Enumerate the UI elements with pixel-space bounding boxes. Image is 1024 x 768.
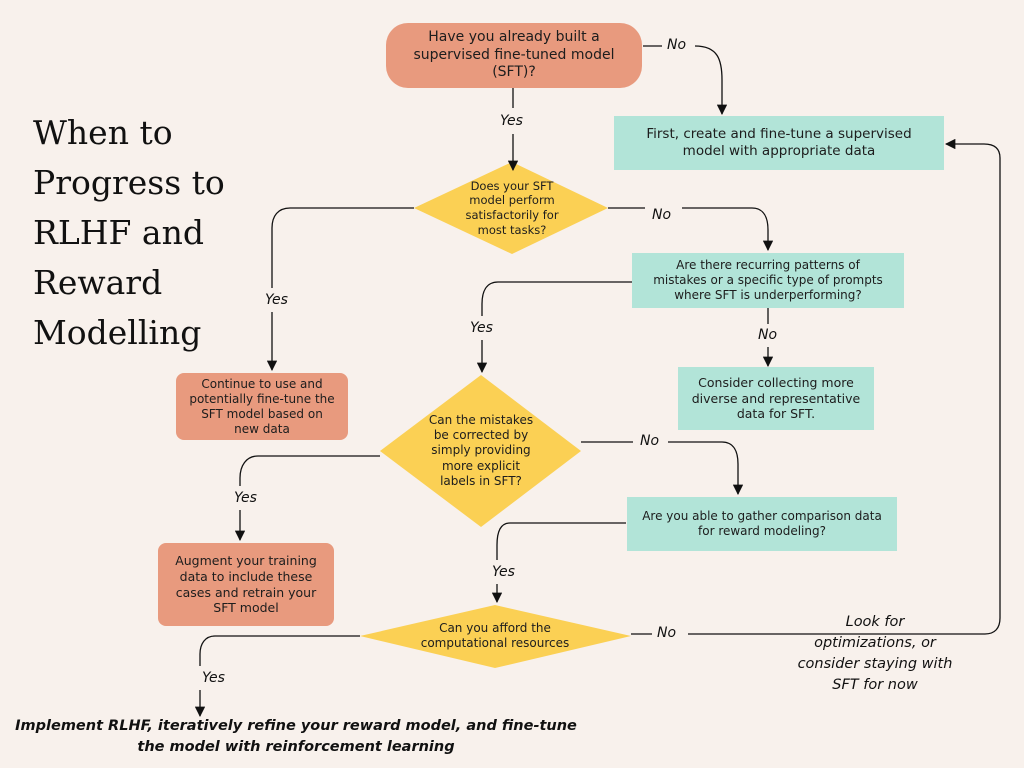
- label-no-patterns: No: [758, 327, 778, 343]
- node-line: SFT model based on: [201, 406, 323, 421]
- label-no-q1: No: [667, 37, 687, 53]
- node-line: potentially fine-tune the: [189, 391, 335, 406]
- node-line: Are you able to gather comparison data: [642, 509, 882, 523]
- node-line: cases and retrain your: [175, 584, 317, 600]
- decision-correct-mistakes: Can the mistakes be corrected by simply …: [416, 402, 546, 500]
- note-line: Look for: [845, 614, 905, 630]
- connector-correct-no-arrow: [668, 441, 744, 496]
- node-line: model with appropriate data: [682, 143, 876, 159]
- connector-q1-no-arrow: [694, 45, 728, 116]
- node-line: Consider collecting more: [698, 375, 854, 391]
- connector-patterns-yes: [481, 281, 634, 316]
- decision-performs-shape: [414, 162, 608, 254]
- label-yes-correct: Yes: [234, 490, 257, 506]
- node-line: for reward modeling?: [698, 524, 826, 538]
- node-line: diverse and representative: [691, 390, 861, 406]
- decision-afford-resources: Can you afford the computational resourc…: [410, 617, 580, 655]
- note-line: SFT for now: [832, 677, 918, 693]
- label-yes-performs: Yes: [265, 292, 288, 308]
- node-line: (SFT)?: [492, 64, 536, 81]
- label-no-correct: No: [640, 433, 660, 449]
- note-line: consider staying with: [797, 656, 953, 672]
- action-create-sft: First, create and fine-tune a supervised…: [614, 116, 944, 170]
- label-yes-q1: Yes: [500, 113, 523, 129]
- title-line: RLHF and: [33, 213, 204, 252]
- page-title: When to Progress to RLHF and Reward Mode…: [33, 108, 293, 358]
- node-line: Augment your training: [175, 553, 317, 569]
- title-line: Progress to: [33, 163, 225, 202]
- node-line: more explicit: [441, 458, 521, 473]
- connector-afford-no-loop: [688, 138, 1001, 635]
- title-line: When to: [33, 113, 173, 152]
- question-comparison-data: Are you able to gather comparison data f…: [627, 497, 897, 551]
- label-yes-comparison: Yes: [492, 564, 515, 580]
- note-optimizations: Look for optimizations, or consider stay…: [792, 612, 958, 696]
- node-line: mistakes or a specific type of prompts: [653, 273, 883, 287]
- question-sft-built: Have you already built a supervised fine…: [386, 23, 642, 88]
- action-augment-training: Augment your training data to include th…: [158, 543, 334, 626]
- connector-afford-yes: [199, 635, 360, 666]
- decision-afford-shape: [360, 605, 631, 668]
- label-yes-afford: Yes: [202, 670, 225, 686]
- node-line: Does your SFT: [470, 178, 554, 193]
- title-line: Modelling: [33, 313, 202, 352]
- node-line: model perform: [469, 193, 555, 208]
- node-line: supervised fine-tuned model: [413, 46, 615, 63]
- node-line: data for SFT.: [736, 406, 816, 422]
- node-line: SFT model: [213, 600, 279, 616]
- label-yes-patterns: Yes: [470, 320, 493, 336]
- node-line: labels in SFT?: [440, 474, 522, 489]
- node-line: Can you afford the: [439, 620, 551, 635]
- node-line: Continue to use and: [201, 376, 323, 391]
- node-line: data to include these: [179, 568, 313, 584]
- decision-performs: Does your SFT model perform satisfactori…: [444, 170, 580, 246]
- node-line: Are there recurring patterns of: [676, 258, 860, 272]
- action-collect-data: Consider collecting more diverse and rep…: [678, 367, 874, 430]
- final-line: the model with reinforcement learning: [137, 739, 455, 755]
- node-line: Can the mistakes: [428, 412, 534, 427]
- decision-correct-shape: [380, 375, 581, 527]
- node-line: satisfactorily for: [465, 208, 559, 222]
- node-line: where SFT is underperforming?: [674, 288, 862, 302]
- connector-performs-no-arrow: [682, 207, 774, 252]
- question-recurring-patterns: Are there recurring patterns of mistakes…: [632, 253, 904, 308]
- connector-comparison-yes: [496, 522, 626, 560]
- title-line: Reward: [33, 263, 163, 302]
- node-line: First, create and fine-tune a supervised: [646, 126, 912, 143]
- note-line: optimizations, or: [814, 635, 936, 651]
- connector-performs-yes: [271, 207, 414, 288]
- final-line: Implement RLHF, iteratively refine your …: [15, 718, 577, 734]
- node-line: simply providing: [431, 443, 531, 458]
- action-continue-sft: Continue to use and potentially fine-tun…: [176, 373, 348, 440]
- node-line: be corrected by: [433, 427, 529, 442]
- final-outcome: Implement RLHF, iteratively refine your …: [6, 716, 586, 758]
- label-no-afford: No: [657, 625, 677, 641]
- node-line: computational resources: [420, 636, 570, 650]
- connector-correct-yes: [239, 455, 380, 486]
- label-no-performs: No: [652, 207, 672, 223]
- node-line: most tasks?: [477, 222, 547, 237]
- node-line: new data: [234, 421, 290, 436]
- node-line: Have you already built a: [428, 29, 600, 46]
